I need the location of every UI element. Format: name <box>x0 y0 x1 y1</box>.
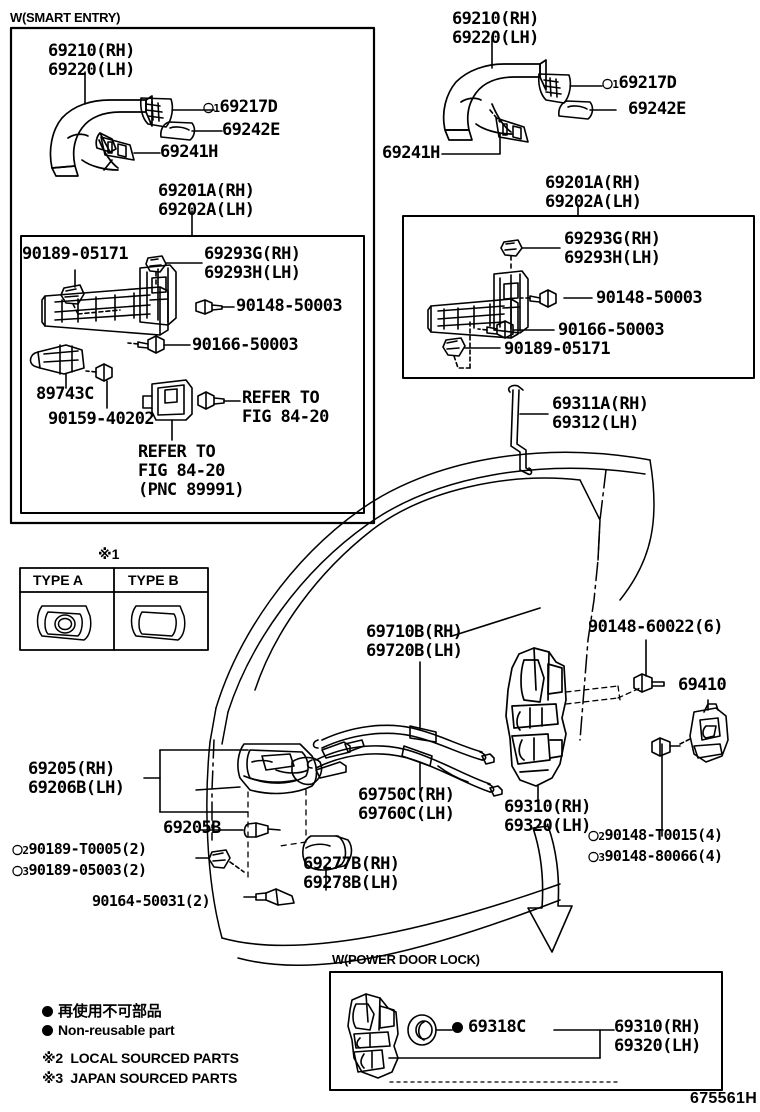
label-69710b: 69710B(RH)69720B(LH) <box>366 622 463 661</box>
label-69217d-left: 〇1※1 69217D69217D <box>203 97 278 117</box>
type-b-header: TYPE B <box>128 572 179 588</box>
label-69293g-right: 69293G(RH)69293H(LH) <box>564 229 661 268</box>
label-90166-50003-left: 90166-50003 <box>192 335 299 355</box>
label-69310: 69310(RH)69320(LH) <box>504 797 591 836</box>
label-69205b: 69205B <box>163 818 221 838</box>
label-69410: 69410 <box>678 675 727 695</box>
label-90148-50003-right: 90148-50003 <box>596 288 703 308</box>
label-69241h-left: 69241H <box>160 142 218 162</box>
figure-number: 675561H <box>690 1090 758 1107</box>
legend-nonreusable-en: Non-reusable part <box>42 1022 175 1038</box>
label-90164-50031: 90164-50031(2) <box>92 892 211 910</box>
label-90148-80066: 〇390148-80066(4) <box>588 847 723 865</box>
power-door-lock-caption: W(POWER DOOR LOCK) <box>332 952 480 967</box>
label-69205: 69205(RH)69206B(LH) <box>28 759 125 798</box>
label-90189-05171-right: 90189-05171 <box>504 339 611 359</box>
label-90189-05171-left: 90189-05171 <box>22 244 129 264</box>
legend-nonreusable-jp: 再使用不可部品 <box>42 1000 162 1021</box>
type-a-header: TYPE A <box>33 572 84 588</box>
label-69310-pdl: 69310(RH)69320(LH) <box>614 1017 701 1056</box>
label-69201a-right: 69201A(RH)69202A(LH) <box>545 173 642 212</box>
label-69241h-right: 69241H <box>382 143 440 163</box>
smart-entry-caption: W(SMART ENTRY) <box>10 10 121 25</box>
label-69750c: 69750C(RH)69760C(LH) <box>358 785 455 824</box>
label-69242e-right: 69242E <box>628 99 686 119</box>
label-90166-50003-right: 90166-50003 <box>558 320 665 340</box>
label-90159-40202: 90159-40202 <box>48 409 155 429</box>
label-69210-right: 69210(RH)69220(LH) <box>452 9 539 48</box>
label-69311a: 69311A(RH)69312(LH) <box>552 394 649 433</box>
legend-note-3: ※3 JAPAN SOURCED PARTS <box>42 1070 238 1086</box>
label-69217d-right: 〇169217D <box>602 73 677 93</box>
label-90189-t0005: 〇290189-T0005(2) <box>12 840 147 858</box>
label-90189-05003: 〇390189-05003(2) <box>12 861 147 879</box>
label-90148-60022: 90148-60022(6) <box>588 617 723 637</box>
label-69293g-left: 69293G(RH)69293H(LH) <box>204 244 301 283</box>
label-69318c: 69318C <box>452 1018 526 1037</box>
label-69201a-left: 69201A(RH)69202A(LH) <box>158 181 255 220</box>
legend-note-2: ※2 LOCAL SOURCED PARTS <box>42 1050 239 1066</box>
label-89743c: 89743C <box>36 384 94 404</box>
label-90148-50003-left: 90148-50003 <box>236 296 343 316</box>
label-69210-left: 69210(RH)69220(LH) <box>48 41 135 80</box>
label-69242e-left: 69242E <box>222 120 280 140</box>
label-90148-t0015: 〇290148-T0015(4) <box>588 826 723 844</box>
label-69277b: 69277B(RH)69278B(LH) <box>303 854 400 893</box>
type-table-title: ※1 <box>98 546 120 562</box>
